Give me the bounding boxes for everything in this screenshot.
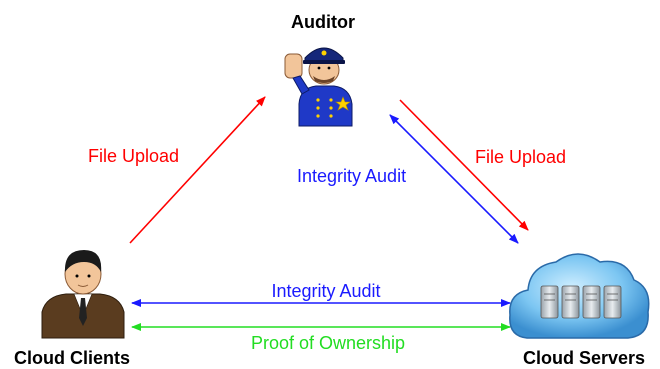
cloud-clients-label: Cloud Clients [14, 348, 130, 368]
arrow-integrity-audit-auditor-server [389, 114, 519, 244]
edge-label-proof-of-ownership: Proof of Ownership [251, 333, 405, 353]
arrow-file-upload-client-to-auditor [129, 96, 266, 244]
edge-label-file-upload-left: File Upload [88, 146, 179, 166]
edge-label-integrity-audit-upper: Integrity Audit [297, 166, 406, 186]
cloud-server-icon [509, 253, 650, 339]
business-person-icon [41, 250, 125, 339]
police-officer-icon [284, 47, 353, 127]
auditor-label: Auditor [291, 12, 355, 32]
edge-label-file-upload-right: File Upload [475, 147, 566, 167]
edge-label-integrity-audit-lower: Integrity Audit [271, 281, 380, 301]
cloud-servers-label: Cloud Servers [523, 348, 645, 368]
